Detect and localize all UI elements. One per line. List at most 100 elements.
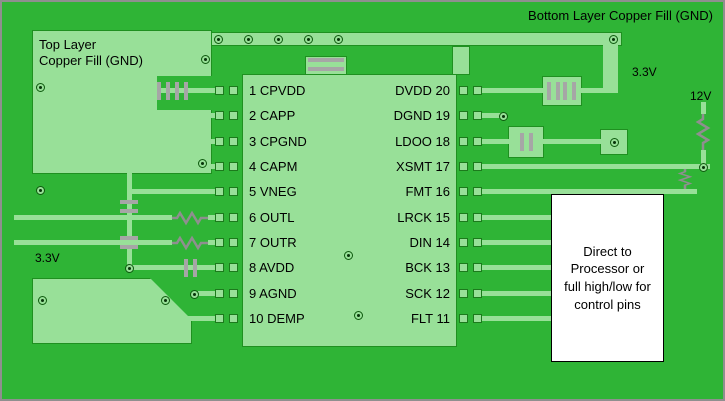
- pin-pads: [459, 314, 482, 324]
- pin-pads: [459, 187, 482, 197]
- trace-lrck: [482, 215, 552, 220]
- pin-pads: [459, 289, 482, 299]
- trace-ldoo: [482, 139, 614, 144]
- capacitor: [120, 200, 138, 213]
- pin-pads: [215, 162, 238, 172]
- via: [198, 159, 207, 168]
- trace-outr-left: [14, 240, 172, 245]
- v33-right-label: 3.3V: [632, 65, 657, 79]
- bottom-layer-label: Bottom Layer Copper Fill (GND): [528, 8, 713, 23]
- note-text: Direct to Processor or full high/low for…: [564, 243, 651, 312]
- resistor-12v: [695, 114, 711, 150]
- via: [274, 35, 283, 44]
- trace-demp: [186, 316, 215, 321]
- trace-dgnd: [482, 113, 502, 118]
- resistor-divider: [677, 169, 693, 189]
- pin-label-outl: 6 OUTL: [249, 210, 295, 225]
- trace-capp: [200, 113, 215, 118]
- pin-pads: [215, 213, 238, 223]
- trace-outr-right: [208, 240, 215, 245]
- pin-pads: [215, 238, 238, 248]
- pin-pads: [215, 137, 238, 147]
- pin-label-ldoo: LDOO 18: [395, 134, 450, 149]
- capacitor: [120, 236, 138, 249]
- via: [699, 163, 708, 172]
- pin-label-cpvdd: 1 CPVDD: [249, 83, 306, 98]
- resistor-outr: [172, 235, 208, 251]
- pin-pads: [215, 187, 238, 197]
- pin-pads: [459, 137, 482, 147]
- v12-label: 12V: [690, 89, 712, 103]
- ic-body: [242, 74, 457, 347]
- bottom-left-copper-region: [32, 278, 192, 344]
- capacitor: [326, 58, 344, 71]
- pin-pads: [459, 111, 482, 121]
- via: [244, 35, 253, 44]
- trace-capm: [127, 164, 215, 169]
- pin-label-flt: FLT 11: [410, 311, 450, 326]
- via: [499, 112, 508, 121]
- trace-din: [482, 240, 552, 245]
- via: [161, 296, 170, 305]
- pin-label-dvdd: DVDD 20: [395, 83, 450, 98]
- pin-label-capp: 2 CAPP: [249, 108, 296, 123]
- pin-pads: [215, 314, 238, 324]
- pin-pads: [459, 213, 482, 223]
- capacitor: [184, 259, 197, 277]
- via: [304, 35, 313, 44]
- pin-label-dgnd: DGND 19: [393, 108, 450, 123]
- resistor-outl: [172, 210, 208, 226]
- via: [125, 264, 134, 273]
- pin-pads: [459, 263, 482, 273]
- pin-label-lrck: LRCK 15: [397, 210, 450, 225]
- top-layer-label: Top Layer Copper Fill (GND): [39, 37, 144, 68]
- trace-cpgnd: [200, 139, 215, 144]
- via: [201, 55, 210, 64]
- pin-label-fmt: FMT 16: [405, 184, 450, 199]
- pin-pads: [459, 162, 482, 172]
- via: [344, 251, 353, 260]
- trace-12v-bottom: [701, 150, 706, 167]
- via: [38, 296, 47, 305]
- pin-pads: [459, 86, 482, 96]
- trace-outl-left: [14, 215, 172, 220]
- pin-label-agnd: 9 AGND: [249, 286, 297, 301]
- pin-label-vneg: 5 VNEG: [249, 184, 297, 199]
- via: [334, 35, 343, 44]
- trace-avdd: [129, 265, 215, 270]
- top-layer-copper-region: Top Layer Copper Fill (GND): [32, 30, 212, 174]
- via: [610, 138, 619, 147]
- pin-label-cpgnd: 3 CPGND: [249, 134, 307, 149]
- trace-fmt: [482, 189, 697, 194]
- pin-label-demp: 10 DEMP: [249, 311, 305, 326]
- via: [214, 35, 223, 44]
- capacitor: [308, 58, 326, 71]
- pin-label-capm: 4 CAPM: [249, 159, 298, 174]
- trace-vneg: [127, 189, 215, 194]
- trace-bck: [482, 265, 552, 270]
- trace-flt: [482, 316, 552, 321]
- capacitor: [175, 82, 188, 100]
- pin-label-xsmt: XSMT 17: [396, 159, 450, 174]
- capacitor: [157, 82, 170, 100]
- capacitor: [547, 82, 560, 100]
- capacitor: [563, 82, 576, 100]
- pin-label-avdd: 8 AVDD: [249, 260, 295, 275]
- via: [36, 83, 45, 92]
- pin-label-din: DIN 14: [409, 235, 450, 250]
- pin-label-bck: BCK 13: [405, 260, 450, 275]
- capacitor: [520, 133, 533, 151]
- pin-label-sck: SCK 12: [405, 286, 450, 301]
- pin-pads: [459, 238, 482, 248]
- pin-pads: [215, 263, 238, 273]
- pin-pads: [215, 86, 238, 96]
- pin-label-outr: 7 OUTR: [249, 235, 297, 250]
- trace-sck: [482, 291, 552, 296]
- trace-12v-top: [701, 102, 706, 114]
- pin-pads: [215, 289, 238, 299]
- pin-pads: [215, 111, 238, 121]
- trace-xsmt: [482, 164, 710, 169]
- via: [609, 35, 618, 44]
- trace-outl-right: [208, 215, 215, 220]
